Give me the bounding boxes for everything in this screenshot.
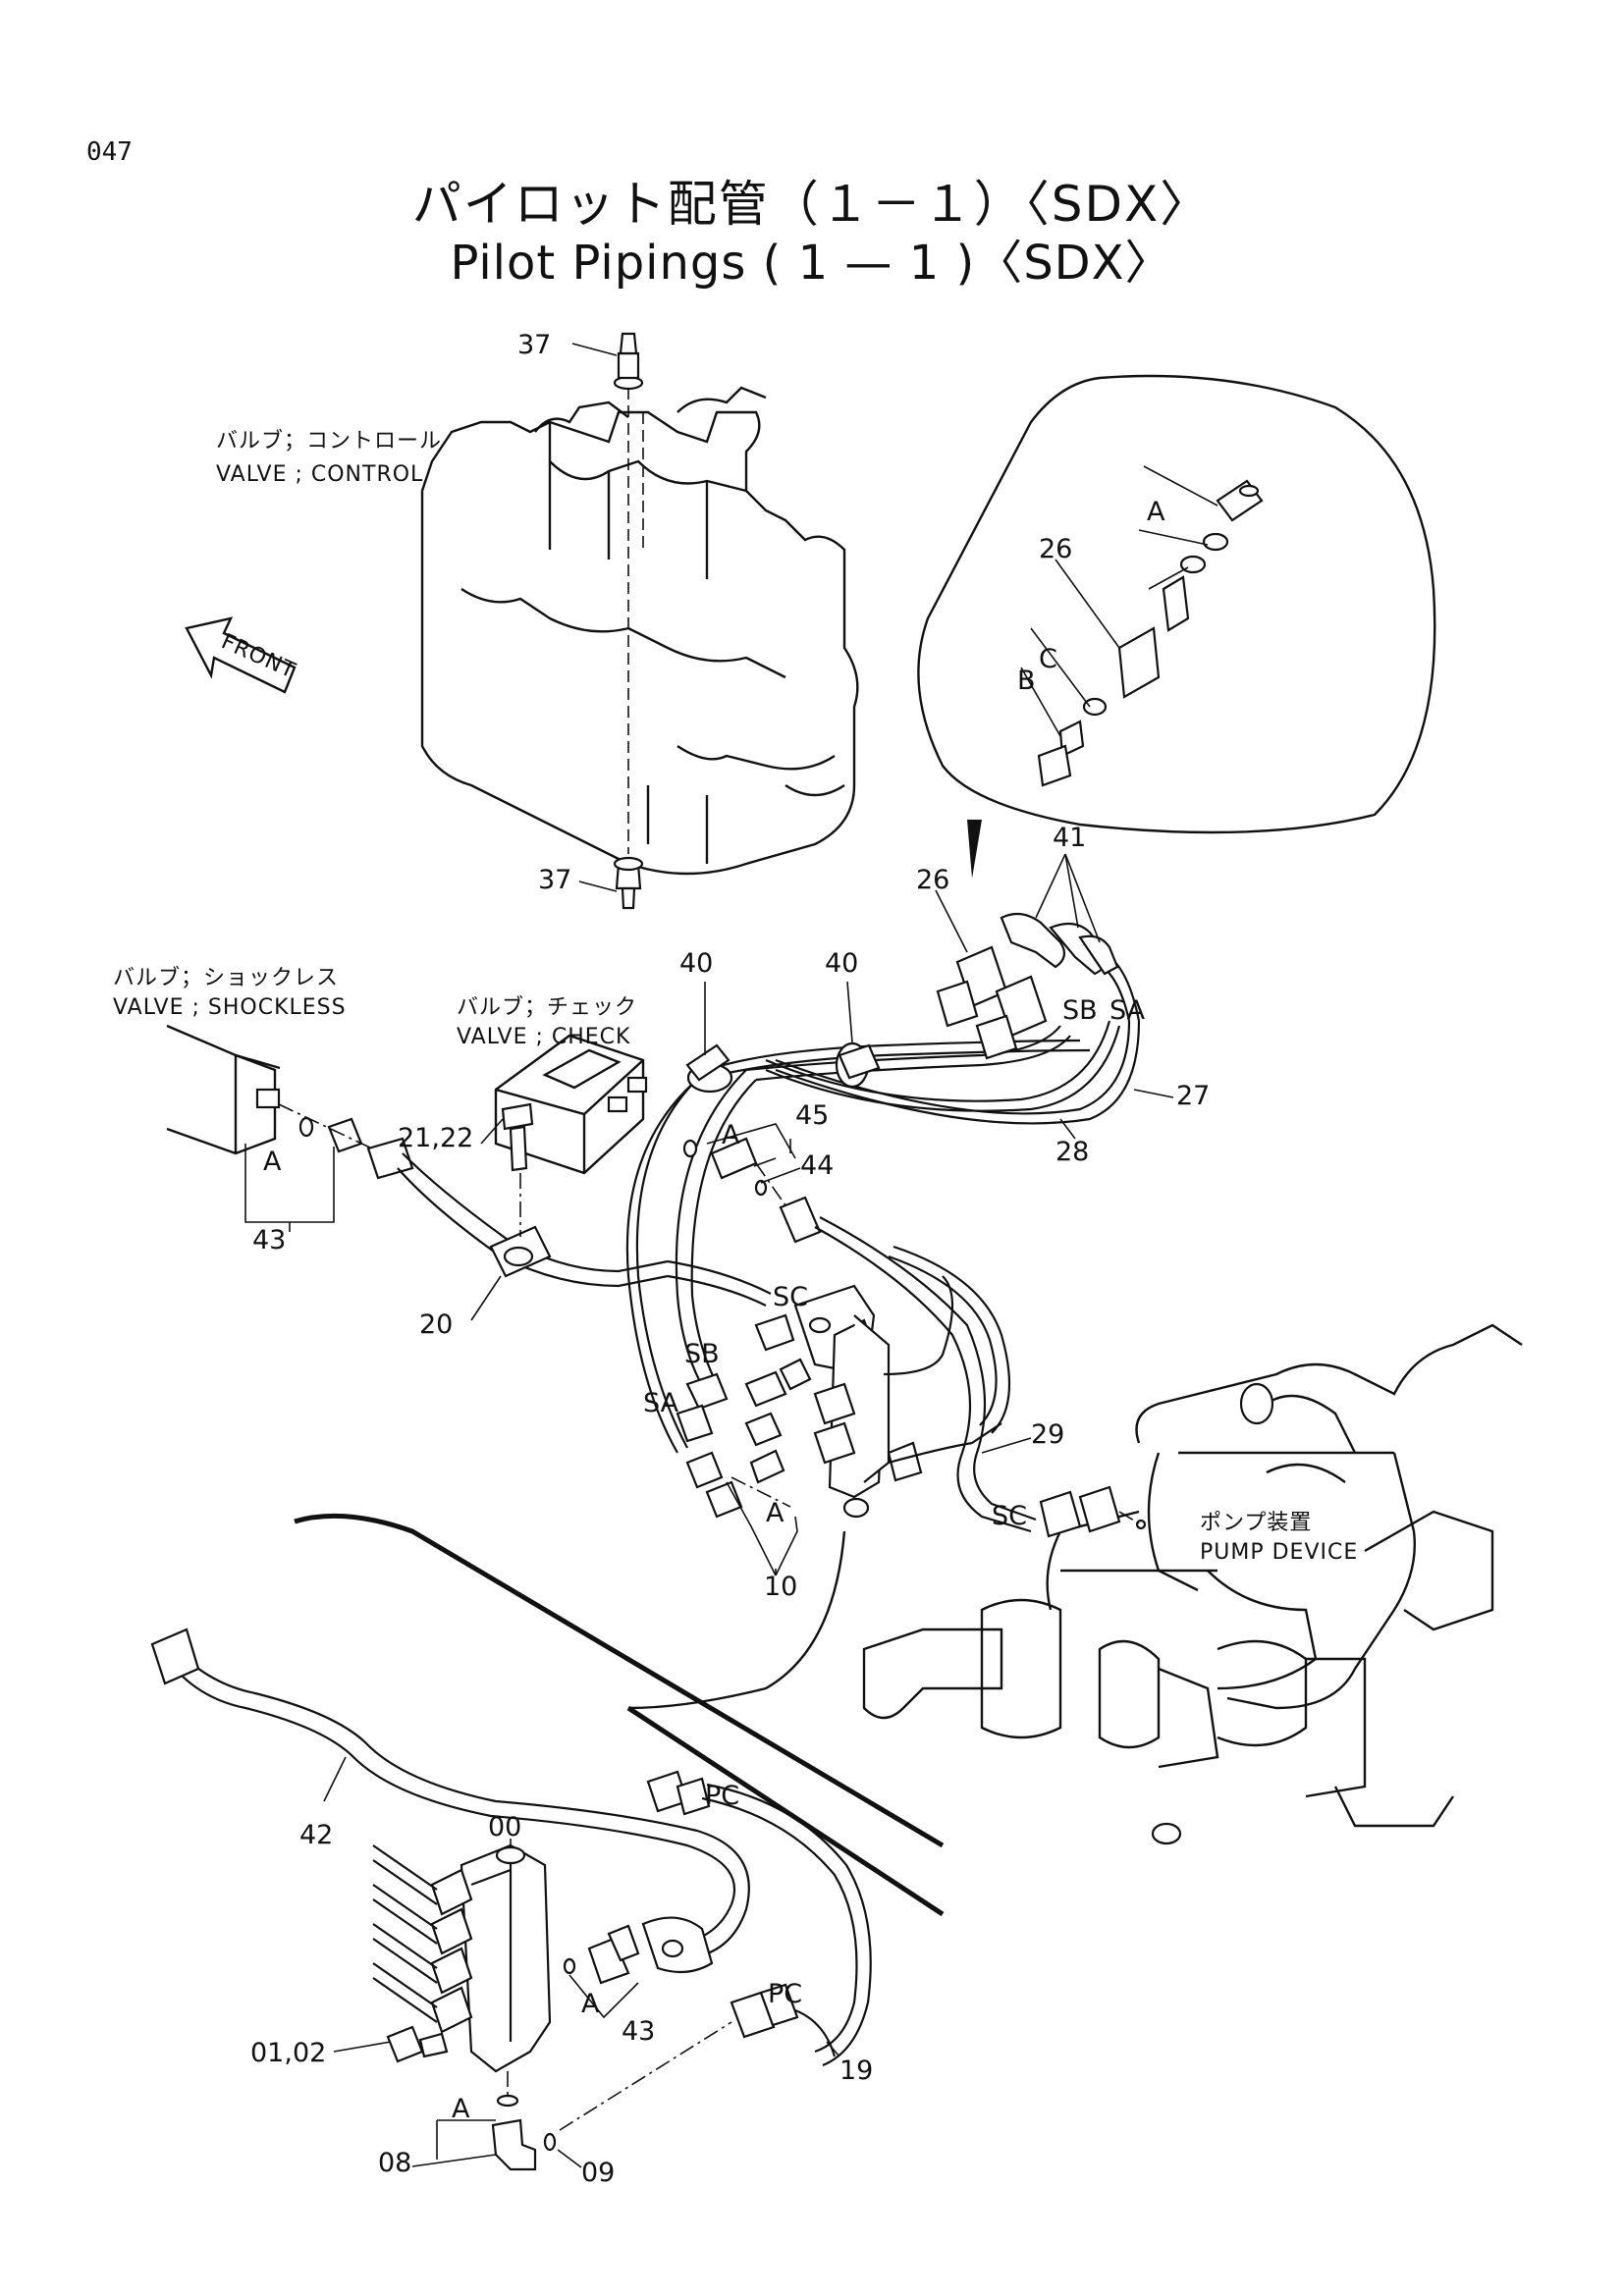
check-valve-drawing [494,1034,648,1175]
pump-device-en-label: PUMP DEVICE [1200,1540,1358,1565]
callout-45: 45 [795,1100,829,1131]
callout-a-43: A [263,1147,282,1177]
callout-sa-mid: SA [643,1388,679,1418]
callout-a-08: A [452,2094,470,2124]
center-valve-block [676,1275,1002,1519]
divider-curve [294,1513,945,1848]
callout-26: 26 [916,865,949,895]
front-arrow: FRONT [185,616,299,694]
callout-37-top: 37 [517,330,551,360]
callout-sb-top: SB [1062,995,1098,1026]
page-number: 047 [86,137,133,167]
check-valve-en-label: VALVE ; CHECK [457,1025,630,1049]
control-valve-drawing [420,332,859,910]
callout-44: 44 [800,1150,834,1181]
shockless-valve-jp-label: バルブ；ショックレス [113,966,339,990]
title-japanese: パイロット配管（１－１）〈SDX〉 [411,176,1212,233]
callout-a-43b: A [581,1989,600,2019]
control-valve-en-label: VALVE ; CONTROL [216,462,423,487]
lower-assembly [150,1628,872,2171]
chain-line-10 [730,1476,791,1508]
title-english: Pilot Pipings ( 1 — 1 )〈SDX〉 [450,236,1173,291]
callout-sb-mid: SB [684,1339,720,1369]
callout-20: 20 [419,1309,453,1340]
shockless-valve-en-label: VALVE ; SHOCKLESS [113,995,347,1020]
pump-device-jp-label: ポンプ装置 [1200,1511,1312,1535]
callout-a-45: A [722,1120,740,1150]
callout-41: 41 [1053,823,1086,853]
callout-42: 42 [299,1820,333,1850]
callout-a-detail: A [1147,497,1165,527]
callout-29: 29 [1031,1419,1064,1450]
callout-pc-top: PC [705,1781,739,1811]
front-arrow-label: FRONT [218,629,299,683]
callout-28: 28 [1055,1137,1089,1167]
callout-01-02: 01,02 [250,2038,326,2068]
callout-09: 09 [581,2158,615,2188]
control-valve-jp-label: バルブ；コントロール [216,429,442,454]
callout-40-right: 40 [825,948,858,979]
callout-pc-low: PC [768,1979,802,2009]
callout-19: 19 [839,2056,873,2086]
pump-device-drawing [862,1323,1523,1845]
detail-balloon [917,374,1436,879]
callout-37-bottom: 37 [538,865,571,895]
hose-end-fittings [936,912,1119,1060]
callout-sa-top: SA [1109,995,1146,1026]
callout-sc-mid: SC [773,1282,808,1312]
clamp-and-pipe [366,1102,772,1307]
callout-43-bottom: 43 [622,2016,655,2047]
check-valve-jp-label: バルブ；チェック [457,995,637,1020]
callout-08: 08 [378,2148,411,2178]
divider-line [626,1705,945,1917]
callout-21-22: 21,22 [398,1123,473,1153]
shockless-valve-drawing [166,1024,394,1159]
leader-lines [244,853,1174,2168]
callout-27: 27 [1176,1081,1210,1111]
callout-b-detail: B [1017,666,1036,696]
callout-40-left: 40 [679,948,713,979]
callout-a-10: A [766,1498,784,1528]
callout-43-top: 43 [252,1225,286,1255]
callout-c-detail: C [1039,644,1057,674]
callout-sc-low: SC [992,1501,1027,1531]
callout-10: 10 [764,1572,797,1602]
callout-00: 00 [488,1812,521,1842]
pump-hoses [682,1137,1140,1538]
divider-link [627,1530,846,1710]
callout-26-detail: 26 [1039,534,1072,564]
